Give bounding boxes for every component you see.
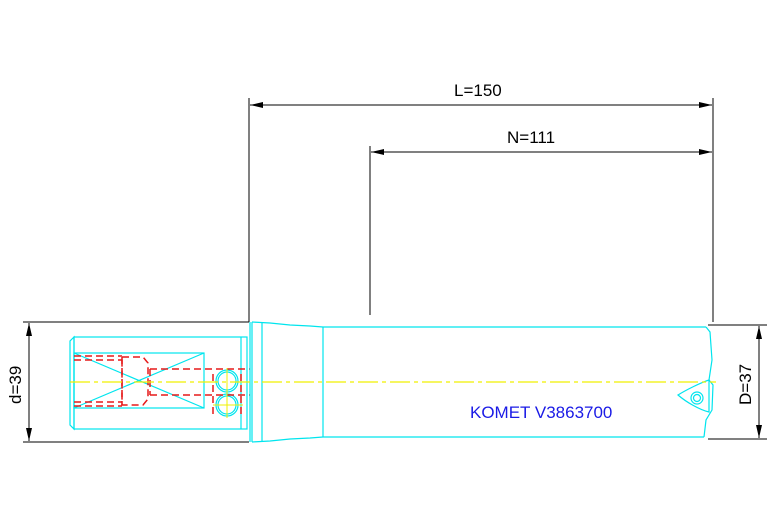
dimension-overall-length: L=150 (248, 81, 714, 322)
dimension-usable-length: N=111 (369, 128, 712, 315)
arrowhead-icon (699, 102, 712, 108)
dimension-label-L: L=150 (454, 81, 502, 100)
arrowhead-icon (250, 102, 263, 108)
arrowhead-icon (756, 425, 762, 438)
arrowhead-icon (26, 428, 32, 441)
dimension-label-d: d=39 (6, 366, 25, 404)
arrowhead-icon (371, 149, 384, 155)
dimension-label-N: N=111 (507, 128, 555, 147)
dimension-label-D: D=37 (736, 364, 755, 405)
arrowhead-icon (26, 323, 32, 336)
product-label: KOMET V3863700 (470, 403, 612, 422)
dimension-shank-diameter: d=39 (6, 321, 249, 443)
dimension-cutting-diameter: D=37 (708, 324, 767, 440)
screw-centerlines (213, 368, 243, 418)
arrowhead-icon (699, 149, 712, 155)
arrowhead-icon (756, 326, 762, 339)
shank-outline (69, 335, 248, 431)
